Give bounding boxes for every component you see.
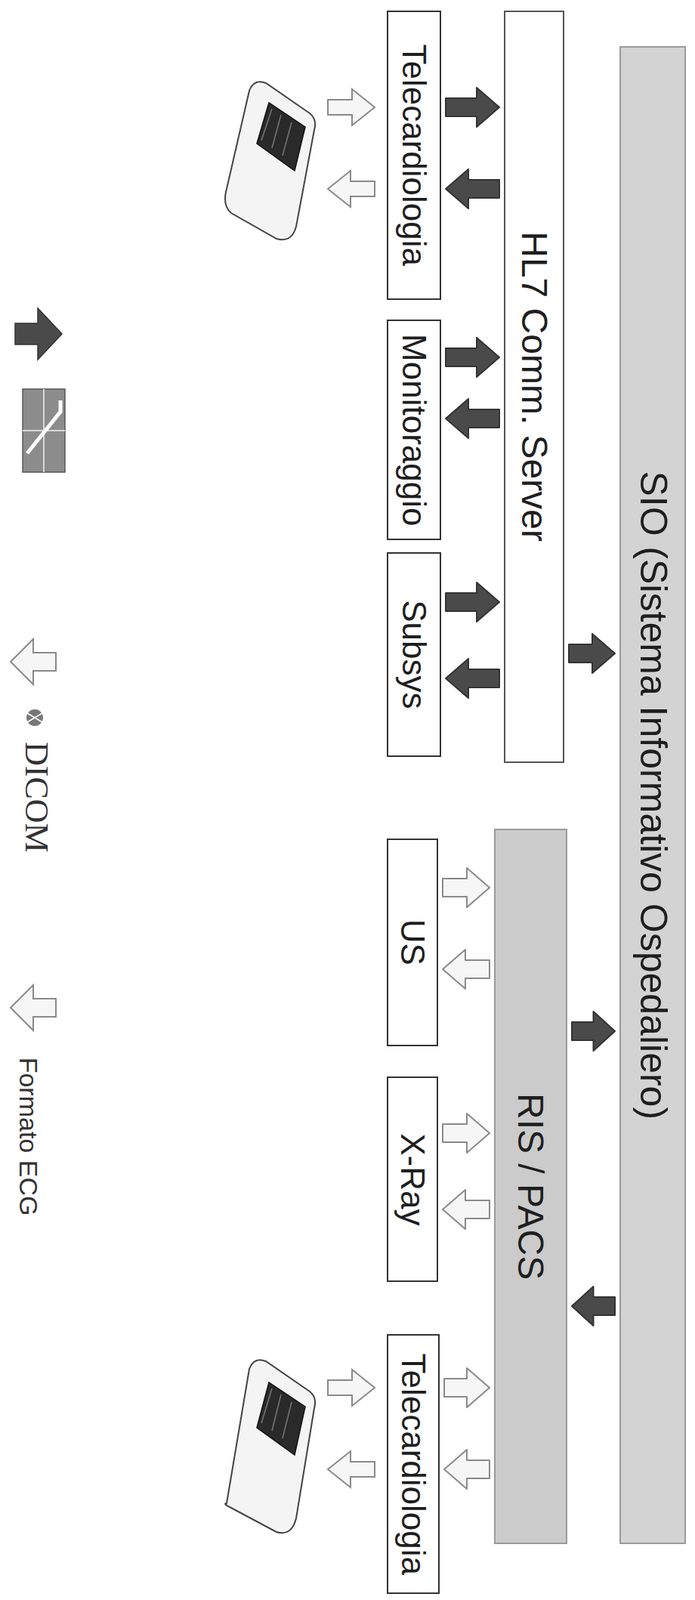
node-label: HL7 Comm. Server — [512, 231, 555, 543]
subsystem-box: X-Ray — [386, 1076, 439, 1282]
hl7-arrow — [445, 169, 500, 209]
light-arrows — [327, 89, 375, 1488]
logo-mark — [27, 400, 61, 454]
hl7-arrow — [571, 1011, 615, 1051]
dicom-logo — [26, 709, 44, 726]
subsystem-box: US — [386, 838, 439, 1047]
node-label: Telecardiologia — [394, 1352, 433, 1576]
legend-light-arrow — [10, 639, 56, 685]
subsystem-box: Subsys — [386, 552, 442, 757]
system-band: HL7 Comm. Server — [503, 10, 565, 763]
device-screen — [256, 1382, 306, 1455]
device-detail — [261, 1388, 292, 1439]
legend-dark-arrow — [15, 308, 62, 360]
dicom-arrow — [442, 867, 490, 908]
dicom-arrow — [442, 1113, 490, 1153]
logo-grid — [22, 389, 65, 473]
hl7-arrow — [445, 398, 500, 439]
subsystem-box: Telecardiologia — [386, 1334, 440, 1594]
light-arrow — [327, 89, 375, 126]
system-band: SIO (Sistema Informativo Ospedaliero) — [619, 46, 686, 1545]
hl7-arrow — [445, 582, 500, 622]
legend-item: DICOM — [16, 736, 55, 858]
device-screen — [256, 102, 306, 171]
hl7-arrow — [571, 1286, 615, 1326]
logo-mark — [27, 713, 43, 723]
hl7-arrow — [445, 658, 500, 699]
hl7-logo — [22, 389, 65, 473]
node-label: Telecardiologia — [395, 44, 434, 267]
system-band: RIS / PACS — [494, 828, 568, 1545]
subsystem-box: Monitoraggio — [386, 319, 442, 541]
node-label: US — [393, 919, 433, 966]
node-label: Monitoraggio — [395, 333, 434, 526]
node-label: RIS / PACS — [509, 1093, 552, 1280]
hl7-arrow — [445, 337, 500, 377]
hl7-arrow — [568, 633, 615, 674]
logo-frame — [22, 389, 65, 473]
legend-item: Formato ECG — [12, 1046, 46, 1228]
subsystem-box: Telecardiologia — [386, 10, 442, 300]
dicom-arrow — [444, 1368, 490, 1408]
logo-mark — [26, 709, 44, 726]
ecg-device — [225, 81, 316, 240]
dicom-arrow — [442, 949, 490, 989]
dicom-arrow — [444, 1449, 490, 1489]
node-label: X-Ray — [393, 1133, 433, 1226]
light-arrow — [327, 1451, 375, 1488]
light-arrow — [327, 170, 375, 207]
device-detail — [261, 108, 292, 156]
legend-light-arrow — [10, 985, 56, 1031]
legend-text: Formato ECG — [13, 1057, 44, 1217]
device-body — [225, 81, 316, 240]
light-arrow — [327, 1369, 375, 1406]
hl7-arrow — [445, 87, 500, 127]
node-label: SIO (Sistema Informativo Ospedaliero) — [630, 470, 675, 1120]
ecg-device — [225, 1359, 316, 1533]
legend-text: DICOM — [16, 741, 56, 853]
dicom-arrow — [442, 1189, 490, 1230]
node-label: Subsys — [395, 599, 434, 709]
device-body — [225, 1359, 316, 1533]
